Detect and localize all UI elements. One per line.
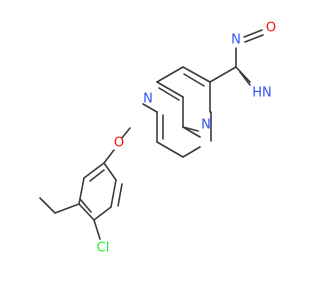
bond-pyrazine-5: [182, 126, 199, 132]
bond-benzene-2: [110, 179, 117, 208]
bond-o-aryl: [103, 149, 115, 164]
bond-benzene-5: [78, 177, 85, 205]
bond-n-o: [243, 29, 263, 38]
bond-pyrazine-1-inner: [158, 87, 180, 101]
bond-benzene-3: [93, 206, 112, 221]
bond-pyrazine-7: [182, 146, 201, 158]
bond-n-o-double: [244, 34, 264, 43]
bond-c-cl: [93, 219, 101, 240]
bond-amidine-nh-double: [239, 71, 251, 86]
bond-pyrazine-3: [182, 126, 201, 138]
atom-labels: N N O N O HN Cl: [97, 21, 276, 256]
bond-benzene-6-inner: [89, 169, 105, 182]
bond-ring-n-top: [182, 66, 211, 83]
bond-c-amidine: [209, 66, 237, 83]
bond-pyrazine-9: [142, 103, 158, 113]
bond-ring-top: [156, 66, 184, 83]
bond-c-o-ether: [121, 127, 131, 139]
atom-n-oxime: N: [231, 33, 241, 48]
bond-ethyl-2: [39, 197, 56, 214]
atom-n-pyrazine-bottom: N: [201, 118, 211, 133]
bonds: [39, 29, 264, 240]
atom-o-nitroso: O: [266, 21, 276, 36]
bond-benzene-4: [78, 203, 95, 221]
bond-ring-n-top-inner: [183, 73, 205, 87]
atom-o-ether: O: [114, 136, 124, 151]
bond-benzene-6: [83, 162, 105, 179]
bond-ethyl-1: [54, 203, 80, 214]
molecule-structure-diagram: N N O N O HN Cl: [0, 0, 300, 300]
bond-benzene-1: [103, 162, 117, 181]
bond-pyrazine-6: [156, 141, 184, 158]
bond-benzene-4-inner: [79, 198, 92, 213]
atom-nh-imine: HN: [252, 86, 272, 101]
atom-n-pyrazine-top: N: [143, 92, 153, 107]
bond-pyrazine-1: [156, 81, 184, 98]
atom-cl: Cl: [97, 241, 110, 256]
bond-amidine-nh: [235, 66, 251, 83]
background: [0, 0, 300, 300]
bond-benzene-2-inner: [117, 183, 123, 207]
